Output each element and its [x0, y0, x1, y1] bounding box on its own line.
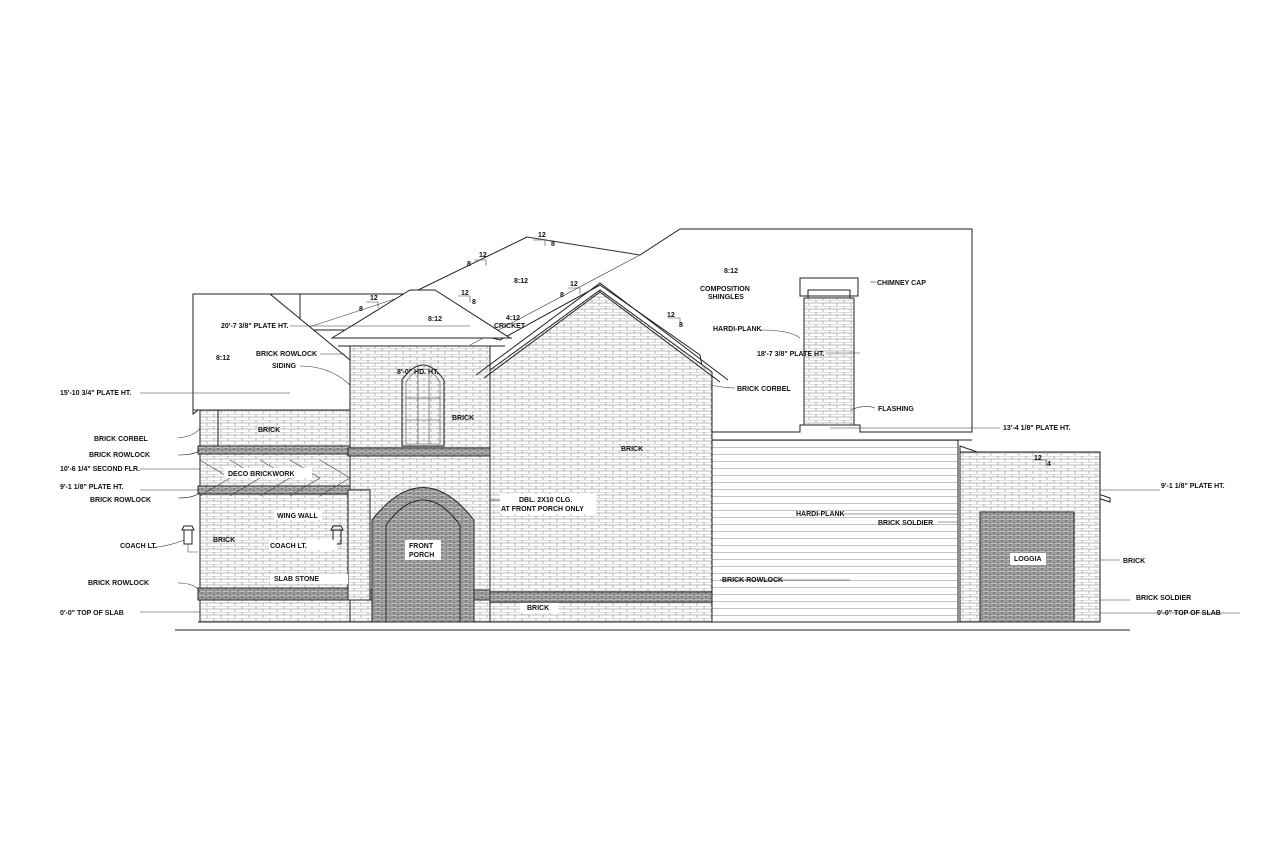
- pitch-rise-b: 12: [479, 252, 487, 259]
- roof-pitch-upper: 8:12: [514, 278, 528, 285]
- pitch-rise-d: 12: [461, 290, 469, 297]
- second-floor-label: 10'-6 1/4" SECOND FLR.: [60, 466, 140, 473]
- loggia-label: LOGGIA: [1014, 556, 1042, 563]
- leader-lines: [140, 281, 1240, 614]
- plate-height-9-1-right: 9'-1 1/8" PLATE HT.: [1161, 483, 1225, 490]
- brick-left-wing-label: BRICK: [258, 427, 280, 434]
- brick-rowlock-top-label: BRICK ROWLOCK: [256, 351, 317, 358]
- front-porch-label-1: FRONT: [409, 543, 434, 550]
- brick-coach-label: BRICK: [213, 537, 235, 544]
- top-of-slab-right: 0'-0" TOP OF SLAB: [1157, 610, 1221, 617]
- brick-soldier-mid-label: BRICK SOLDIER: [878, 520, 933, 527]
- brick-rowlock-bottom-label: BRICK ROWLOCK: [88, 580, 149, 587]
- head-height-label: 8'-0" HD. HT.: [397, 369, 439, 376]
- hardi-plank-chimney-label: HARDI-PLANK: [713, 326, 762, 333]
- annotation-labels: 15'-10 3/4" PLATE HT. 20'-7 3/8" PLATE H…: [60, 232, 1225, 617]
- pitch-run-g: 4: [1047, 461, 1051, 468]
- arched-window: [401, 364, 445, 447]
- brick-corbel-left-label: BRICK CORBEL: [94, 436, 148, 443]
- pitch-run-a: 8: [551, 241, 555, 248]
- deco-brickwork-label: DECO BRICKWORK: [228, 471, 295, 478]
- brick-rowlock-mid-label: BRICK ROWLOCK: [722, 577, 783, 584]
- pitch-rise-e: 12: [570, 281, 578, 288]
- siding-label: SIDING: [272, 363, 297, 370]
- plate-height-15-10: 15'-10 3/4" PLATE HT.: [60, 390, 131, 397]
- plate-height-20-7: 20'-7 3/8" PLATE HT.: [221, 323, 289, 330]
- composition-label-1: COMPOSITION: [700, 286, 750, 293]
- dbl-clg-label-2: AT FRONT PORCH ONLY: [501, 506, 584, 513]
- pitch-rise-c: 12: [370, 295, 378, 302]
- roof-pitch-left: 8:12: [216, 355, 230, 362]
- pitch-marks: [366, 239, 1047, 466]
- pitch-run-c: 8: [359, 306, 363, 313]
- coach-light-left-icon: [181, 525, 198, 553]
- roof-pitch-right: 8:12: [724, 268, 738, 275]
- slab-stone-label: SLAB STONE: [274, 576, 319, 583]
- flashing-label: FLASHING: [878, 406, 914, 413]
- pitch-run-f: 8: [679, 322, 683, 329]
- pitch-run-d: 8: [472, 299, 476, 306]
- front-porch-arch: [371, 487, 475, 623]
- pitch-run-b: 8: [467, 261, 471, 268]
- front-porch-label-2: PORCH: [409, 552, 434, 559]
- plate-height-9-1-left: 9'-1 1/8" PLATE HT.: [60, 484, 124, 491]
- cricket-pitch-label: 4:12: [506, 315, 520, 322]
- brick-tower-label: BRICK: [452, 415, 474, 422]
- pitch-rise-f: 12: [667, 312, 675, 319]
- ground-line: [175, 621, 1130, 631]
- brick-rowlock-left2-label: BRICK ROWLOCK: [90, 497, 151, 504]
- brick-gable-label: BRICK: [621, 446, 643, 453]
- pitch-rise-a: 12: [538, 232, 546, 239]
- plate-height-13-4: 13'-4 1/8" PLATE HT.: [1003, 425, 1071, 432]
- brick-rowlock-left-label: BRICK ROWLOCK: [89, 452, 150, 459]
- dbl-clg-label-1: DBL. 2X10 CLG.: [519, 497, 572, 504]
- pitch-run-e: 8: [560, 292, 564, 299]
- brick-corbel-right-label: BRICK CORBEL: [737, 386, 791, 393]
- top-of-slab-left: 0'-0" TOP OF SLAB: [60, 610, 124, 617]
- coach-light-mid-label: COACH LT.: [270, 543, 307, 550]
- plate-height-18-7: 18'-7 3/8" PLATE HT.: [757, 351, 825, 358]
- roof-pitch-center-hip: 8:12: [428, 316, 442, 323]
- brick-soldier-right-label: BRICK SOLDIER: [1136, 595, 1191, 602]
- coach-light-left-label: COACH LT.: [120, 543, 157, 550]
- brick-bottom-label: BRICK: [527, 605, 549, 612]
- chimney: [799, 277, 859, 426]
- hardi-plank-siding-wall: [711, 439, 972, 623]
- composition-label-2: SHINGLES: [708, 294, 744, 301]
- cricket-label: CRICKET: [494, 323, 526, 330]
- label-backgrounds: [224, 468, 596, 613]
- wing-wall-label: WING WALL: [277, 513, 319, 520]
- hardi-plank-wall-label: HARDI-PLANK: [796, 511, 845, 518]
- loggia-wing: [959, 445, 1111, 623]
- chimney-cap-label: CHIMNEY CAP: [877, 280, 926, 287]
- pitch-rise-g: 12: [1034, 455, 1042, 462]
- brick-right-label: BRICK: [1123, 558, 1145, 565]
